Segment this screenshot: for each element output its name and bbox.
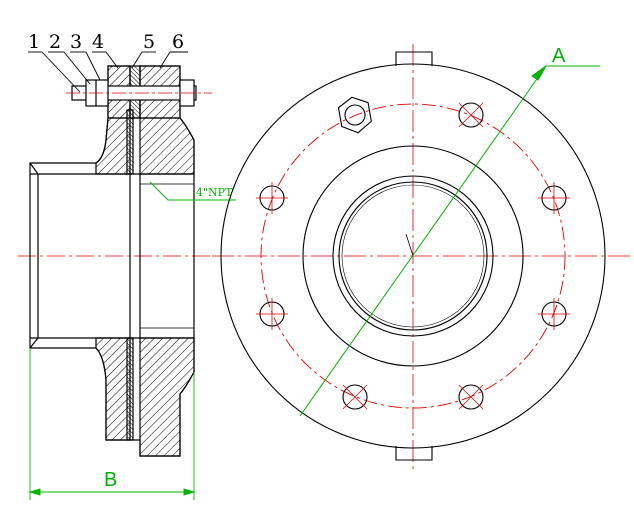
section-line-a xyxy=(299,65,600,417)
part-label-4: 4 xyxy=(92,31,104,53)
flange-outer-circle xyxy=(220,63,606,449)
bolt-hole-crosshairs xyxy=(256,102,570,410)
part-label-5: 5 xyxy=(143,31,155,53)
gasket-upper xyxy=(126,109,134,175)
thread-label: 4"NPT xyxy=(196,186,233,199)
gasket-lower xyxy=(126,337,134,441)
dimension-b xyxy=(28,348,196,500)
hub-hatch-upper xyxy=(95,117,131,175)
part-label-2: 2 xyxy=(49,31,61,53)
hex-nut xyxy=(337,96,372,134)
flange-hatch-lower xyxy=(139,337,195,457)
npt-leader xyxy=(149,181,236,201)
bolt-hole xyxy=(342,384,368,410)
bolt-hole xyxy=(458,384,484,410)
dimension-label-b: B xyxy=(104,469,117,491)
part-leaders xyxy=(28,51,188,93)
flange-hatch-upper xyxy=(139,117,195,175)
part-label-1: 1 xyxy=(28,31,40,53)
hub-hatch-lower xyxy=(95,337,131,441)
section-view xyxy=(18,65,236,457)
bolt-hole xyxy=(458,102,484,128)
part-label-3: 3 xyxy=(70,31,82,53)
section-label-a: A xyxy=(552,45,566,67)
front-view xyxy=(212,44,630,472)
part-label-6: 6 xyxy=(172,31,184,53)
bolt-circle xyxy=(260,103,566,409)
